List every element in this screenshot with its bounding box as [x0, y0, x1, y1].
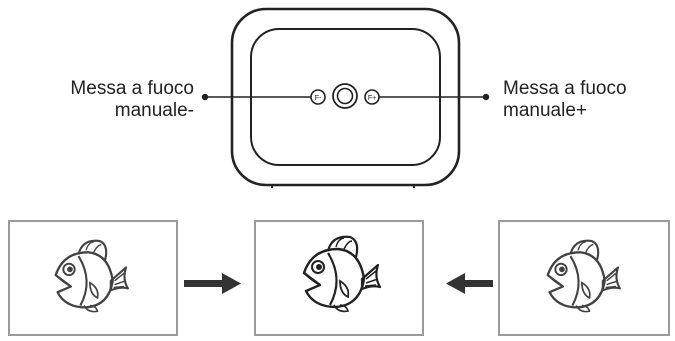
leader-lines: [201, 93, 490, 101]
panel-center: [254, 220, 424, 336]
leader-dot-left: [201, 93, 209, 101]
focus-plus-label: Messa a fuoco manuale+: [503, 78, 668, 122]
arrow-right-icon: [184, 273, 241, 294]
focus-minus-text: F-: [315, 95, 322, 102]
focus-plus-text: F+: [368, 95, 376, 102]
focus-minus-label-line2: manuale-: [114, 100, 194, 121]
lens-button: [332, 83, 358, 109]
focus-plus-button: F+: [364, 89, 380, 105]
focus-minus-label-line1: Messa a fuoco: [70, 78, 194, 99]
panel-right: [498, 220, 670, 336]
arrow-left-icon: [446, 273, 493, 294]
leader-dot-right: [482, 93, 490, 101]
panel-left: [8, 220, 178, 336]
focus-minus-label: Messa a fuoco manuale-: [34, 78, 194, 122]
focus-plus-label-line2: manuale+: [503, 100, 587, 121]
focus-plus-label-line1: Messa a fuoco: [503, 78, 627, 99]
focus-minus-button: F-: [310, 89, 326, 105]
